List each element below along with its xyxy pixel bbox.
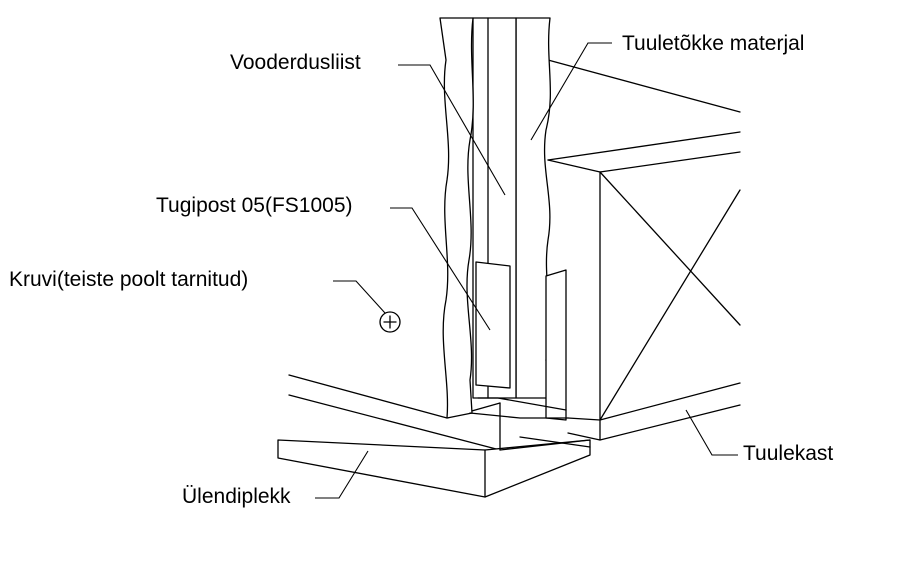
label-tuulekast: Tuulekast	[743, 442, 833, 465]
label-vooderdusliist: Vooderdusliist	[230, 51, 361, 74]
base-bracket	[469, 269, 569, 421]
wall-panel	[439, 17, 474, 419]
label-tuuletokke-materjal: Tuuletõkke materjal	[622, 32, 804, 55]
screw-icon	[379, 311, 401, 333]
label-ulendiplekk: Ülendiplekk	[182, 485, 291, 508]
wind-box	[547, 59, 741, 441]
overhang-flashing	[277, 374, 591, 498]
label-tugipost: Tugipost 05(FS1005)	[156, 194, 353, 217]
leader-lines	[315, 42, 738, 499]
label-kruvi: Kruvi(teiste poolt tarnitud)	[9, 268, 248, 291]
support-post	[475, 261, 511, 389]
